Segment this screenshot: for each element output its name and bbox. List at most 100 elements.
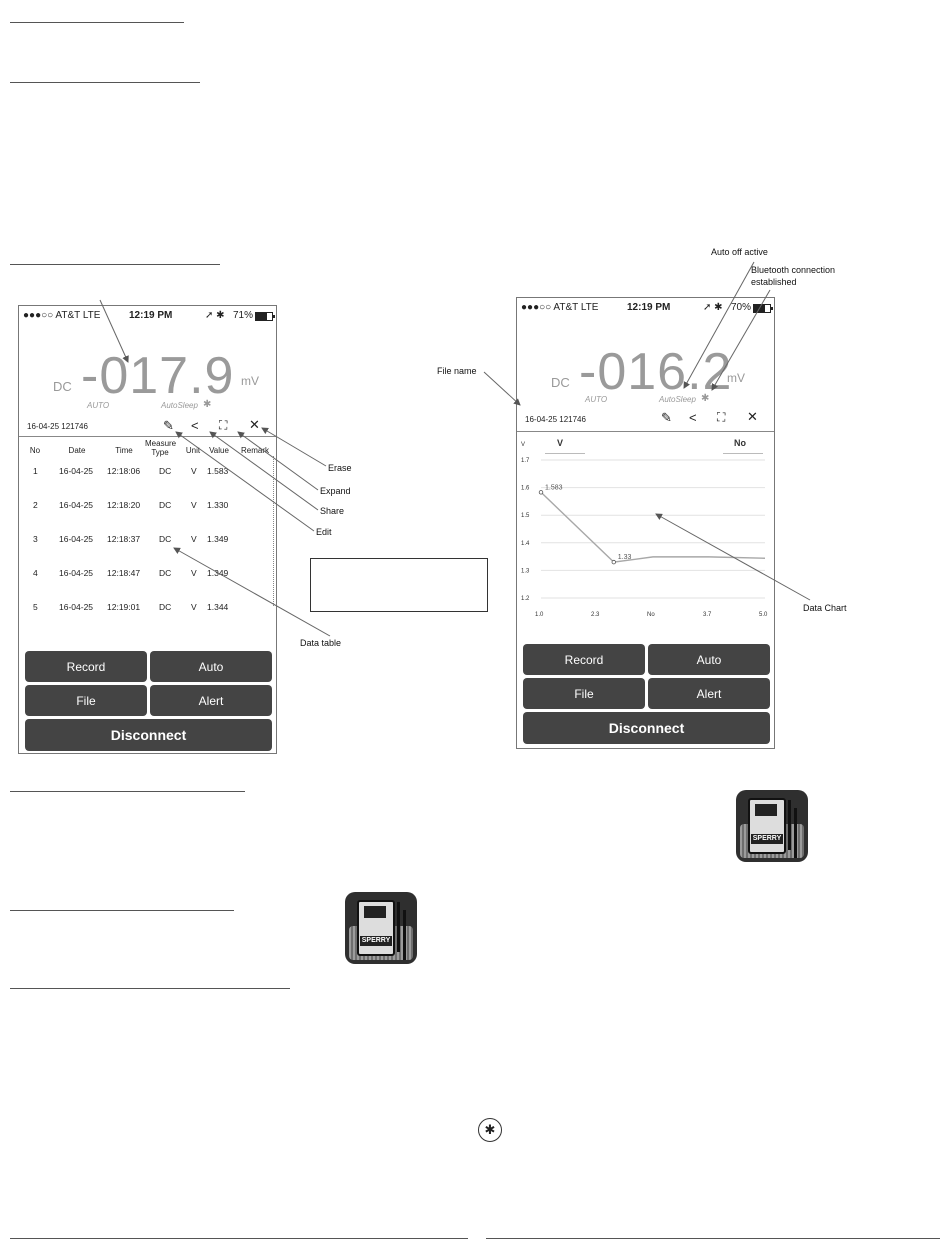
- y-tick-label: 1.2: [521, 596, 530, 602]
- table-cell: 12:18:20: [107, 500, 141, 510]
- location-bluetooth-icon: ➚ ✱: [205, 310, 225, 321]
- bluetooth-icon: ✱: [478, 1118, 502, 1142]
- col-header-date: Date: [68, 446, 86, 455]
- edit-icon[interactable]: ✎: [661, 410, 672, 425]
- auto-label: AUTO: [87, 401, 110, 410]
- chart-header-unit: V: [557, 438, 564, 448]
- erase-icon[interactable]: ✕: [747, 409, 758, 424]
- battery-icon: [255, 312, 275, 321]
- table-cell: DC: [159, 500, 172, 510]
- carrier-signal: ●●●○○ AT&T LTE: [521, 302, 599, 313]
- x-tick-label: 1.0: [535, 612, 544, 618]
- table-cell: 3: [33, 534, 38, 544]
- annotation-auto-off: Auto off active: [711, 247, 768, 257]
- data-label: 1.583: [545, 484, 563, 491]
- auto-button[interactable]: Auto: [648, 644, 770, 675]
- col-header-time: Time: [115, 446, 133, 455]
- chart-header-underline: [723, 453, 763, 454]
- empty-box: [310, 558, 488, 612]
- status-bar: ●●●○○ AT&T LTE 12:19 PM ➚ ✱ 70%: [517, 302, 774, 316]
- clock: 12:19 PM: [129, 310, 173, 321]
- disconnect-button[interactable]: Disconnect: [25, 719, 272, 751]
- y-tick-label: 1.5: [521, 513, 530, 519]
- file-name: 16-04-25 121746: [27, 422, 88, 431]
- file-button[interactable]: File: [25, 685, 147, 716]
- table-cell: V: [191, 568, 197, 578]
- col-header-measure-type: Measure Type: [145, 439, 177, 457]
- x-tick-label: 2.3: [591, 612, 600, 618]
- table-cell: 16-04-25: [59, 602, 94, 612]
- annotation-expand: Expand: [320, 486, 351, 496]
- x-tick-label: 5.0: [759, 612, 768, 618]
- annotation-bluetooth: Bluetooth connection: [751, 265, 836, 275]
- sperry-app-icon[interactable]: SPERRY: [736, 790, 808, 862]
- annotation-erase: Erase: [328, 463, 352, 473]
- auto-button[interactable]: Auto: [150, 651, 272, 682]
- section-underline: [10, 988, 290, 989]
- autosleep-label: AutoSleep: [659, 395, 696, 404]
- record-button[interactable]: Record: [25, 651, 147, 682]
- carrier-signal: ●●●○○ AT&T LTE: [23, 310, 101, 321]
- scroll-indicator[interactable]: [273, 456, 274, 606]
- table-cell: 16-04-25: [59, 500, 94, 510]
- col-header-unit: Unit: [185, 446, 201, 455]
- sperry-app-icon[interactable]: SPERRY: [345, 892, 417, 964]
- disconnect-button[interactable]: Disconnect: [523, 712, 770, 744]
- annotation-edit: Edit: [316, 527, 332, 537]
- table-cell: 1.349: [207, 534, 229, 544]
- expand-icon[interactable]: ⛶: [219, 418, 228, 432]
- x-tick-label: 3.7: [703, 612, 712, 618]
- section-underline: [10, 910, 234, 911]
- table-cell: V: [191, 534, 197, 544]
- autosleep-label: AutoSleep: [161, 401, 198, 410]
- chart-header-underline: [545, 453, 585, 454]
- table-cell: 16-04-25: [59, 534, 94, 544]
- expand-icon[interactable]: ⛶: [717, 410, 726, 424]
- phone-screen-data-table: ●●●○○ AT&T LTE 12:19 PM ➚ ✱ 71% DC -017.…: [18, 305, 277, 754]
- record-button[interactable]: Record: [523, 644, 645, 675]
- unit-label: mV: [241, 374, 259, 388]
- table-cell: 1.330: [207, 500, 229, 510]
- share-icon[interactable]: <: [191, 418, 199, 433]
- section-underline: [10, 82, 200, 83]
- table-cell: 16-04-25: [59, 466, 94, 476]
- alert-button[interactable]: Alert: [150, 685, 272, 716]
- table-cell: DC: [159, 466, 172, 476]
- battery-percent: 71%: [233, 310, 254, 321]
- table-cell: 12:18:37: [107, 534, 141, 544]
- footer-rule: [486, 1238, 940, 1239]
- table-cell: 4: [33, 568, 38, 578]
- annotation-data-chart: Data Chart: [803, 603, 847, 613]
- table-cell: 12:18:47: [107, 568, 141, 578]
- battery-icon: [753, 304, 773, 313]
- erase-icon[interactable]: ✕: [249, 417, 260, 432]
- data-point: [538, 490, 544, 495]
- y-tick-label: 1.7: [521, 458, 530, 464]
- table-cell: V: [191, 500, 197, 510]
- mode-label: DC: [53, 379, 72, 394]
- alert-button[interactable]: Alert: [648, 678, 770, 709]
- y-tick-label: 1.4: [521, 541, 530, 547]
- meter-reading: -017.9: [81, 347, 235, 405]
- data-label: 1.33: [618, 554, 632, 561]
- battery-percent: 70%: [731, 302, 752, 313]
- share-icon[interactable]: <: [689, 410, 697, 425]
- edit-icon[interactable]: ✎: [163, 418, 174, 433]
- table-cell: 1.344: [207, 602, 229, 612]
- table-cell: 1.349: [207, 568, 229, 578]
- col-header-value: Value: [209, 446, 229, 455]
- table-cell: 16-04-25: [59, 568, 94, 578]
- series-line: [540, 491, 766, 563]
- table-cell: DC: [159, 602, 172, 612]
- table-cell: DC: [159, 534, 172, 544]
- y-axis-label: V: [521, 442, 525, 448]
- bluetooth-icon: ✱: [701, 393, 710, 404]
- y-tick-label: 1.3: [521, 568, 530, 574]
- meter-reading: -016.2: [579, 343, 733, 401]
- annotation-bluetooth-2: established: [751, 277, 797, 287]
- col-header-remark: Remark: [240, 446, 269, 455]
- divider: [517, 431, 774, 432]
- file-button[interactable]: File: [523, 678, 645, 709]
- phone-screen-data-chart: ●●●○○ AT&T LTE 12:19 PM ➚ ✱ 70% DC -016.…: [516, 297, 775, 749]
- annotation-share: Share: [320, 506, 345, 516]
